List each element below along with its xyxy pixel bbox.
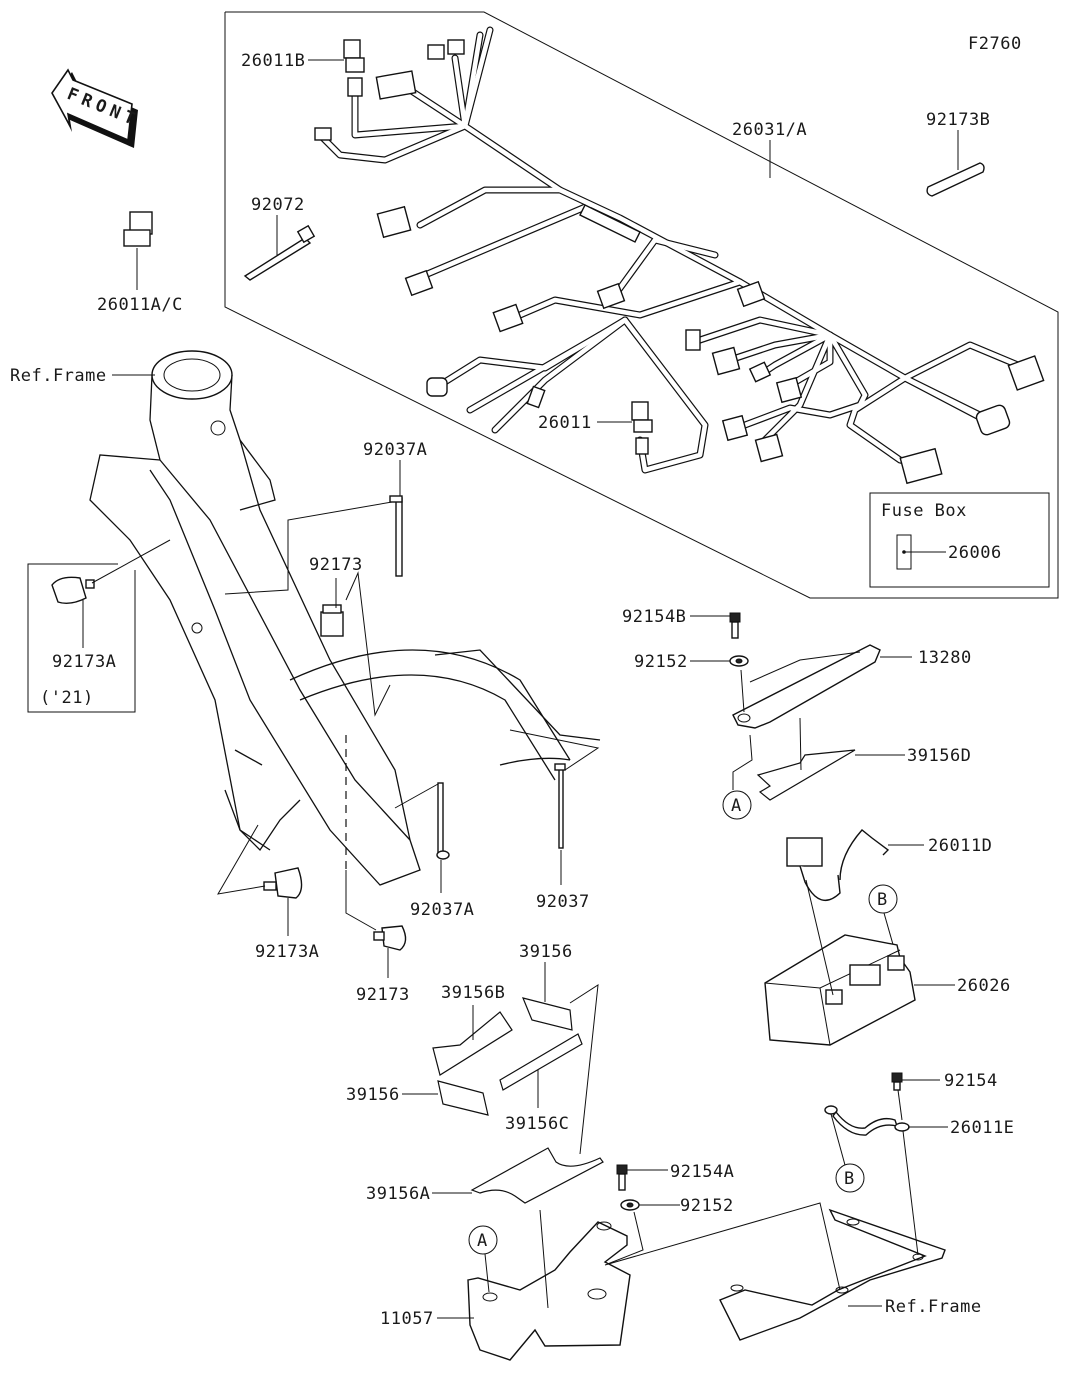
washer-92152-top — [729, 655, 749, 667]
callout-39156d: 39156D — [907, 746, 971, 766]
callout-26011e: 26011E — [950, 1118, 1014, 1138]
clip-92173-top — [320, 604, 344, 637]
pad-39156d — [756, 749, 856, 801]
bracket-13280 — [732, 644, 881, 729]
callout-92154a: 92154A — [670, 1162, 734, 1182]
front-arrow-icon: FRONT — [51, 68, 142, 148]
pad-39156-left — [437, 1080, 489, 1116]
callout-26011b: 26011B — [241, 51, 305, 71]
bolt-92154b — [729, 612, 741, 639]
tie-92072 — [243, 224, 316, 281]
callout-92154: 92154 — [944, 1071, 998, 1091]
motorcycle-frame — [89, 350, 601, 886]
callout-26026: 26026 — [957, 976, 1011, 996]
battery-26026 — [764, 934, 916, 1046]
ref-mark-b-bottom: B — [844, 1169, 855, 1189]
pad-39156b — [432, 1011, 513, 1076]
bolt-92154a — [616, 1164, 628, 1191]
callout-13280: 13280 — [918, 648, 972, 668]
ref-mark-a-bottom: A — [477, 1231, 488, 1251]
cable-26011d — [786, 829, 890, 902]
connector-26011 — [631, 401, 653, 455]
clamp-92037a-top — [389, 495, 403, 577]
pad-39156-top — [521, 997, 573, 1031]
ref-mark-b-top: B — [877, 890, 888, 910]
bolt-92154 — [891, 1072, 903, 1091]
callout-92037a-bottom: 92037A — [410, 900, 474, 920]
year-note: ('21) — [40, 688, 94, 708]
callout-92173a-bottom: 92173A — [255, 942, 319, 962]
callout-92072: 92072 — [251, 195, 305, 215]
connector-26011ac — [123, 211, 153, 247]
clamp-92037 — [554, 763, 566, 849]
washer-92152-bottom — [620, 1199, 640, 1211]
callout-39156a: 39156A — [366, 1184, 430, 1204]
callout-92173-top: 92173 — [309, 555, 363, 575]
callout-26031a: 26031/A — [732, 120, 807, 140]
callout-92154b: 92154B — [622, 607, 686, 627]
callout-39156c: 39156C — [505, 1114, 569, 1134]
cable-26011e — [824, 1105, 910, 1136]
ref-mark-a-top: A — [731, 796, 742, 816]
fuse-box-title: Fuse Box — [881, 501, 967, 521]
callout-39156-top: 39156 — [519, 942, 573, 962]
callout-92037a-top: 92037A — [363, 440, 427, 460]
fuse-box-inset: Fuse Box 26006 — [869, 492, 1050, 588]
callout-ref-frame-bottom: Ref.Frame — [885, 1297, 982, 1317]
pad-39156a — [470, 1147, 604, 1204]
harness-group-outline — [224, 11, 1059, 599]
callout-26011ac: 26011A/C — [97, 295, 183, 315]
harness-connectors — [314, 39, 1045, 485]
callout-26006: 26006 — [948, 543, 1002, 563]
callout-26011: 26011 — [538, 413, 592, 433]
figure-code: F2760 — [968, 34, 1022, 54]
callout-92037: 92037 — [536, 892, 590, 912]
pad-39156c — [499, 1033, 583, 1091]
clip-92173-bottom — [373, 925, 407, 951]
inset-92173a-2021: 92173A ('21) — [27, 539, 171, 713]
callout-39156-left: 39156 — [346, 1085, 400, 1105]
callout-92152-top: 92152 — [634, 652, 688, 672]
lower-frame-piece — [719, 1208, 946, 1341]
callout-92173a-inset: 92173A — [52, 652, 116, 672]
callout-39156b: 39156B — [441, 983, 505, 1003]
tray-11057 — [467, 1209, 631, 1361]
callout-92173b: 92173B — [926, 110, 990, 130]
callout-92173-bottom: 92173 — [356, 985, 410, 1005]
callout-ref-frame-top: Ref.Frame — [10, 366, 107, 386]
band-92173b — [926, 162, 985, 197]
connector-26011b — [343, 39, 365, 97]
clamp-92037a-bottom — [436, 782, 450, 860]
clip-92173a-bottom — [263, 867, 303, 899]
callout-11057: 11057 — [380, 1309, 434, 1329]
main-harness — [316, 26, 1029, 474]
callout-26011d: 26011D — [928, 836, 992, 856]
callout-92152-bottom: 92152 — [680, 1196, 734, 1216]
